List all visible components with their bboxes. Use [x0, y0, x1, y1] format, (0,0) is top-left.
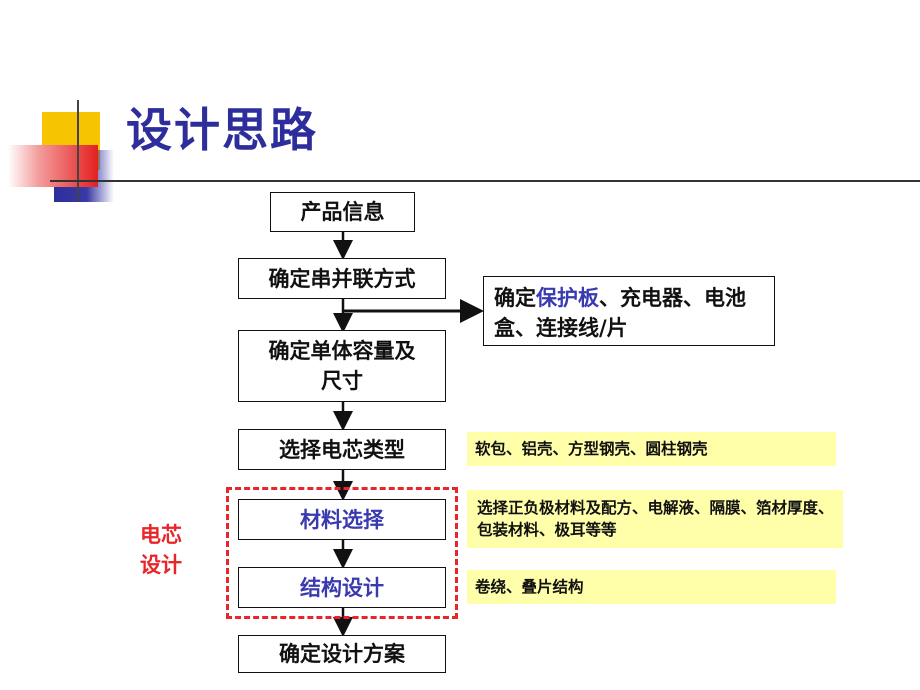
flow-step-series-parallel: 确定串并联方式 [238, 258, 446, 299]
accessories-suffix: 、充电器、电池盒、连接线/片 [494, 285, 746, 340]
accessories-box: 确定保护板、充电器、电池盒、连接线/片 [483, 276, 775, 346]
note-structure: 卷绕、叠片结构 [467, 570, 836, 604]
cell-design-group-border [226, 487, 458, 619]
title-underline [50, 180, 920, 182]
slide-title: 设计思路 [126, 103, 318, 157]
decorative-vertical-line [77, 100, 79, 202]
cell-design-label: 电芯设计 [140, 522, 182, 577]
flow-step-capacity-size: 确定单体容量及尺寸 [238, 330, 446, 402]
flow-step-product-info: 产品信息 [270, 192, 415, 232]
accessories-highlight: 保护板 [536, 285, 599, 310]
note-cell-types: 软包、铝壳、方型钢壳、圆柱钢壳 [467, 432, 836, 466]
flow-step-material-selection: 材料选择 [238, 499, 446, 540]
flow-step-cell-type: 选择电芯类型 [238, 429, 446, 470]
flow-step-structure-design: 结构设计 [238, 567, 446, 608]
flow-step-final-plan: 确定设计方案 [238, 635, 446, 673]
note-materials: 选择正负极材料及配方、电解液、隔膜、箔材厚度、包装材料、极耳等等 [467, 490, 843, 548]
accessories-prefix: 确定 [494, 285, 536, 310]
